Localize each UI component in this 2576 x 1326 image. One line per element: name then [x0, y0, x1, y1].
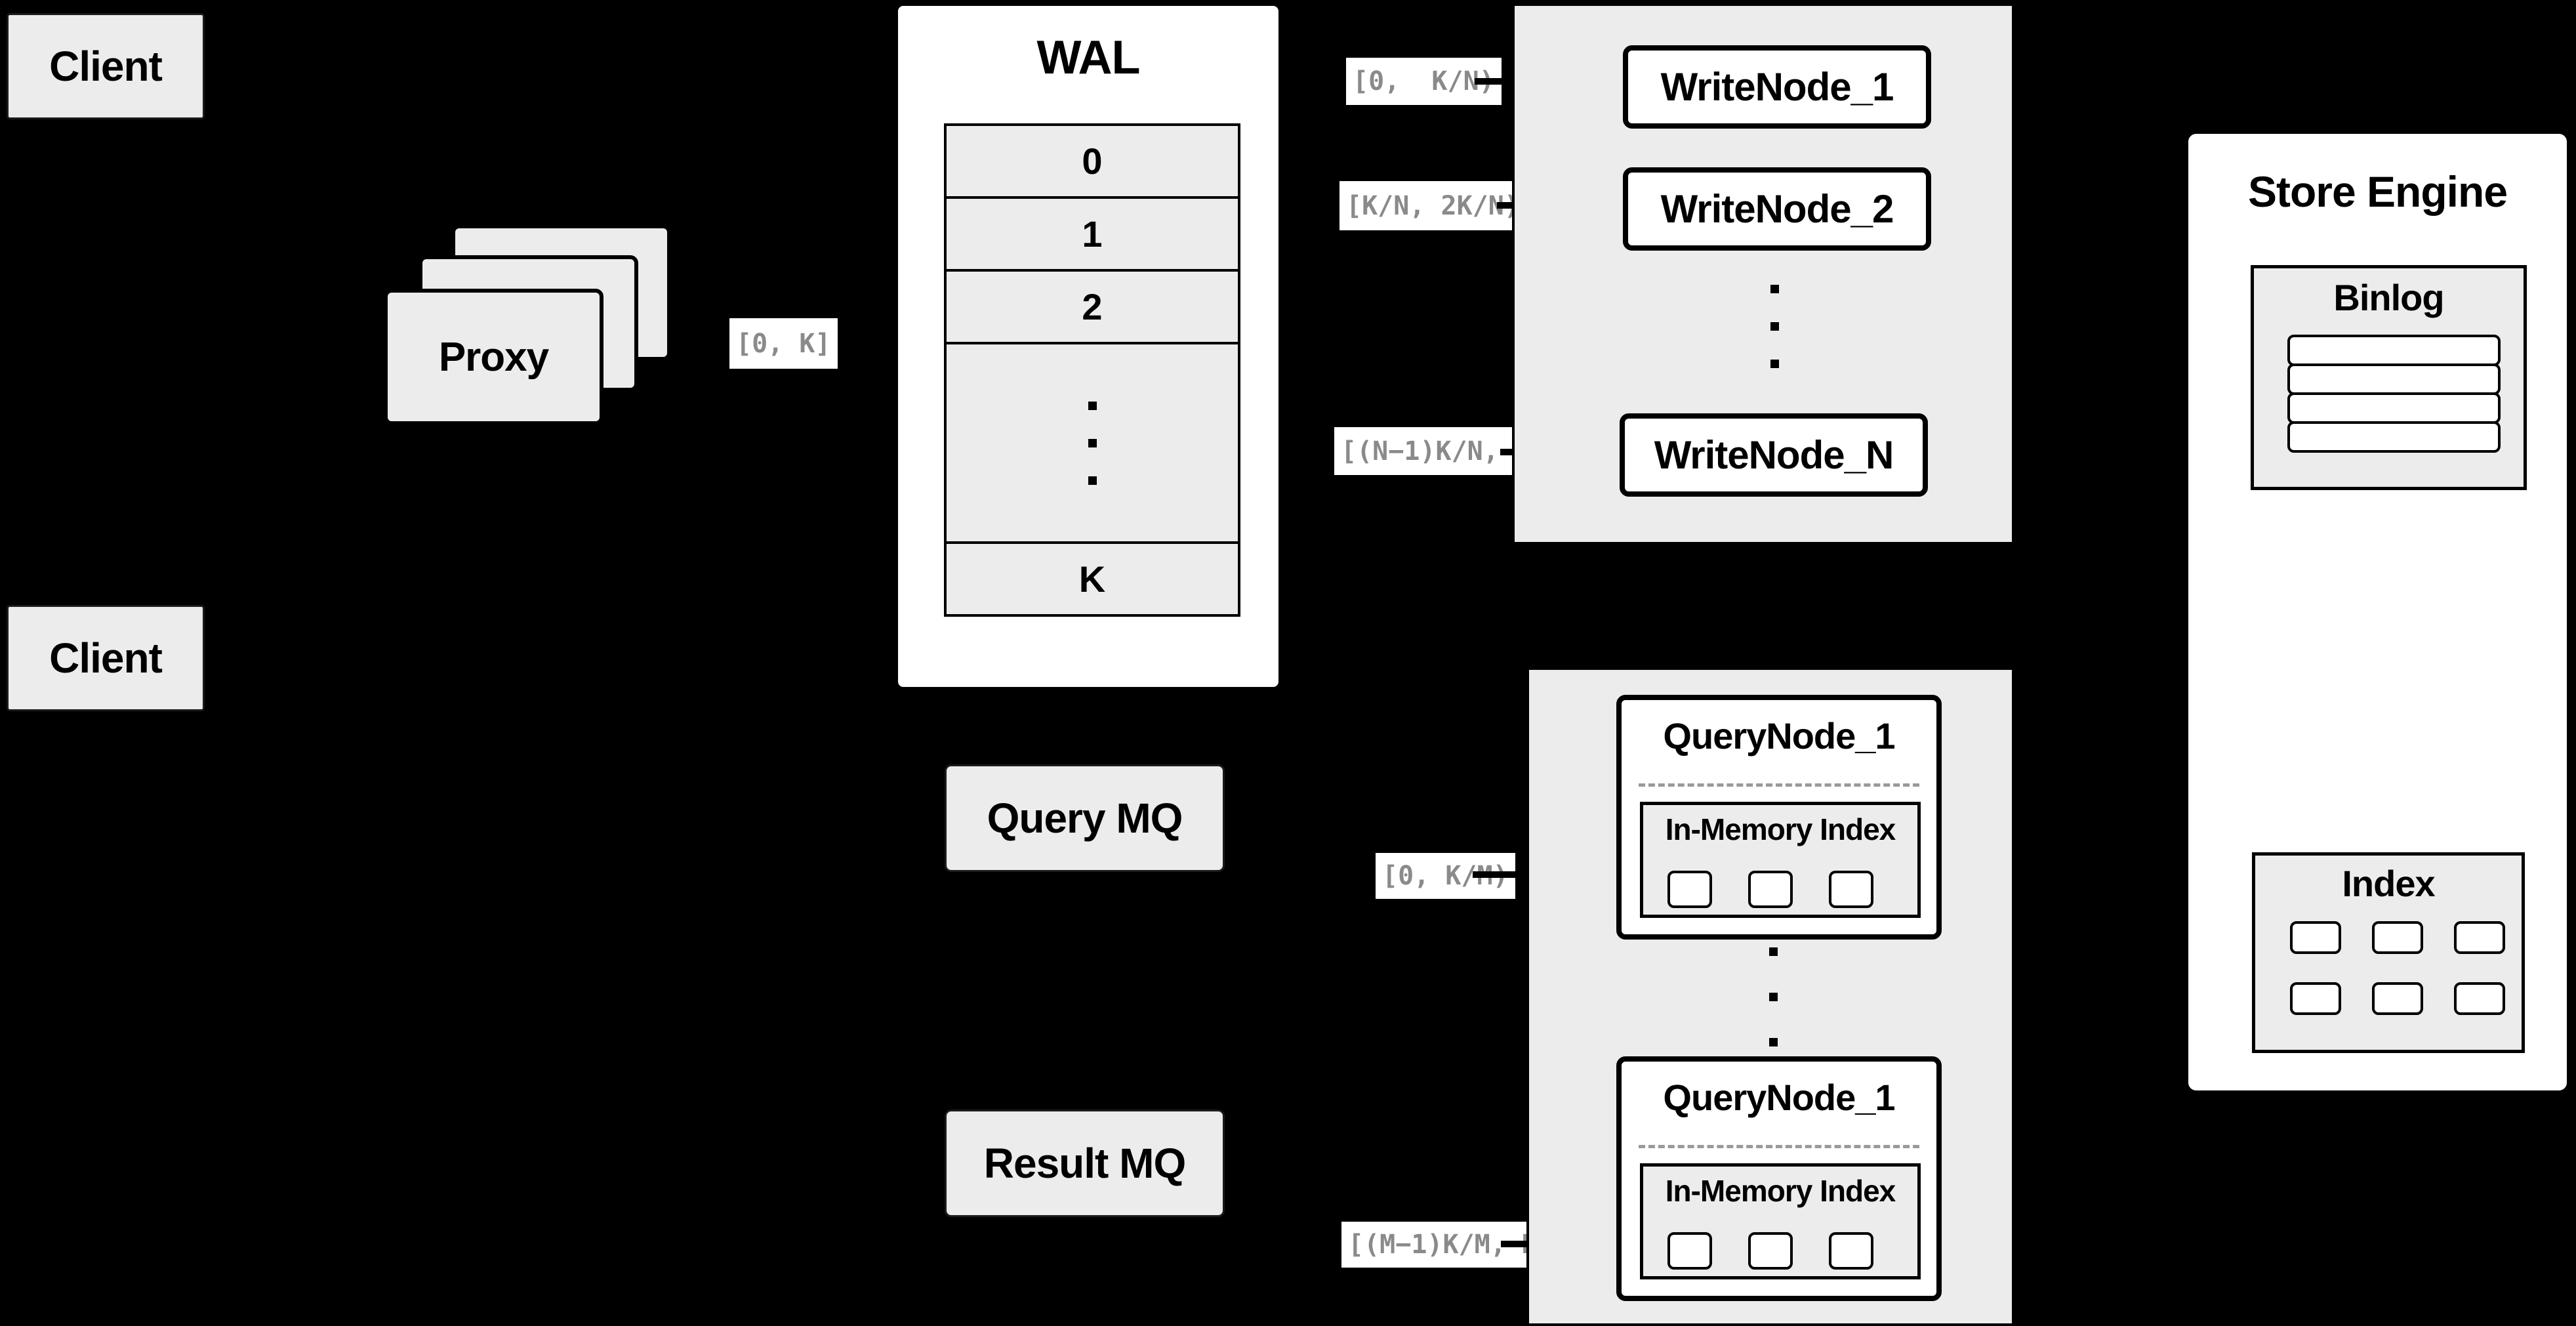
vertical-ellipsis — [1769, 947, 1778, 1046]
wal-segment-row: K — [944, 541, 1240, 617]
range-label-query-bottom: [(M−1)K/M, K] — [1341, 1222, 1561, 1268]
write-node-1-label: WriteNode_1 — [1660, 65, 1894, 109]
index-cell — [2454, 921, 2505, 954]
binlog-row — [2287, 421, 2501, 453]
wal-segment-table: 0 1 2 K — [944, 123, 1240, 617]
query-node-bottom-box: QueryNode_1 In-Memory Index — [1616, 1056, 1942, 1301]
wal-segment-row: 1 — [944, 196, 1240, 272]
client-top-label: Client — [49, 43, 163, 90]
dashed-separator — [1639, 783, 1919, 787]
index-cell — [2372, 982, 2423, 1015]
query-mq-label: Query MQ — [987, 795, 1183, 842]
in-memory-index-label: In-Memory Index — [1665, 812, 1896, 846]
wal-segment-row: 2 — [944, 269, 1240, 344]
range-label-proxy-to-wal: [0, K] — [729, 318, 838, 369]
index-cell — [1667, 1232, 1712, 1270]
binlog-row — [2287, 335, 2501, 366]
in-memory-index-label: In-Memory Index — [1665, 1174, 1896, 1208]
dashed-separator — [1639, 1145, 1919, 1148]
wal-segment-row: 0 — [944, 123, 1240, 199]
vertical-ellipsis — [1088, 401, 1097, 485]
index-cell — [2290, 982, 2341, 1015]
binlog-row — [2287, 363, 2501, 395]
index-box: Index — [2252, 852, 2525, 1053]
write-node-2-label: WriteNode_2 — [1660, 187, 1894, 231]
wal-ellipsis-row — [944, 342, 1240, 544]
index-cell — [1748, 1232, 1793, 1270]
vertical-ellipsis — [1770, 285, 1779, 368]
index-title: Index — [2342, 863, 2435, 904]
query-node-panel: QueryNode_1 In-Memory Index QueryNode_1 … — [1526, 667, 2014, 1326]
result-mq-label: Result MQ — [983, 1140, 1186, 1187]
write-node-panel: WriteNode_1 WriteNode_2 WriteNode_N — [1512, 3, 2014, 545]
wal-title: WAL — [1036, 31, 1141, 84]
index-cell — [1829, 871, 1873, 908]
binlog-title: Binlog — [2333, 277, 2444, 318]
index-cell — [1667, 871, 1712, 908]
binlog-box: Binlog — [2251, 265, 2527, 490]
index-cell — [1829, 1232, 1873, 1270]
write-node-n-label: WriteNode_N — [1654, 433, 1894, 477]
write-node-n-box: WriteNode_N — [1620, 413, 1928, 497]
query-node-bottom-title: QueryNode_1 — [1663, 1077, 1895, 1118]
wal-panel: WAL 0 1 2 K — [895, 3, 1281, 690]
binlog-rows — [2287, 335, 2501, 453]
client-bottom-box: Client — [7, 605, 205, 711]
write-node-1-box: WriteNode_1 — [1623, 45, 1931, 129]
index-cell — [2372, 921, 2423, 954]
proxy-label: Proxy — [438, 334, 549, 380]
store-engine-panel: Store Engine Binlog Index — [2186, 131, 2569, 1093]
client-bottom-label: Client — [49, 634, 163, 682]
query-node-top-title: QueryNode_1 — [1663, 715, 1895, 756]
index-cell — [1748, 871, 1793, 908]
query-mq-box: Query MQ — [945, 764, 1225, 872]
binlog-row — [2287, 392, 2501, 424]
index-cell — [2290, 921, 2341, 954]
query-node-top-box: QueryNode_1 In-Memory Index — [1616, 695, 1942, 940]
result-mq-box: Result MQ — [945, 1109, 1225, 1217]
in-memory-index-box-top: In-Memory Index — [1640, 802, 1921, 918]
in-memory-index-box-bottom: In-Memory Index — [1640, 1163, 1921, 1279]
write-node-2-box: WriteNode_2 — [1623, 167, 1931, 251]
index-cell — [2454, 982, 2505, 1015]
store-engine-title: Store Engine — [2247, 167, 2508, 216]
proxy-box: Proxy — [384, 289, 603, 425]
client-top-box: Client — [7, 13, 205, 119]
